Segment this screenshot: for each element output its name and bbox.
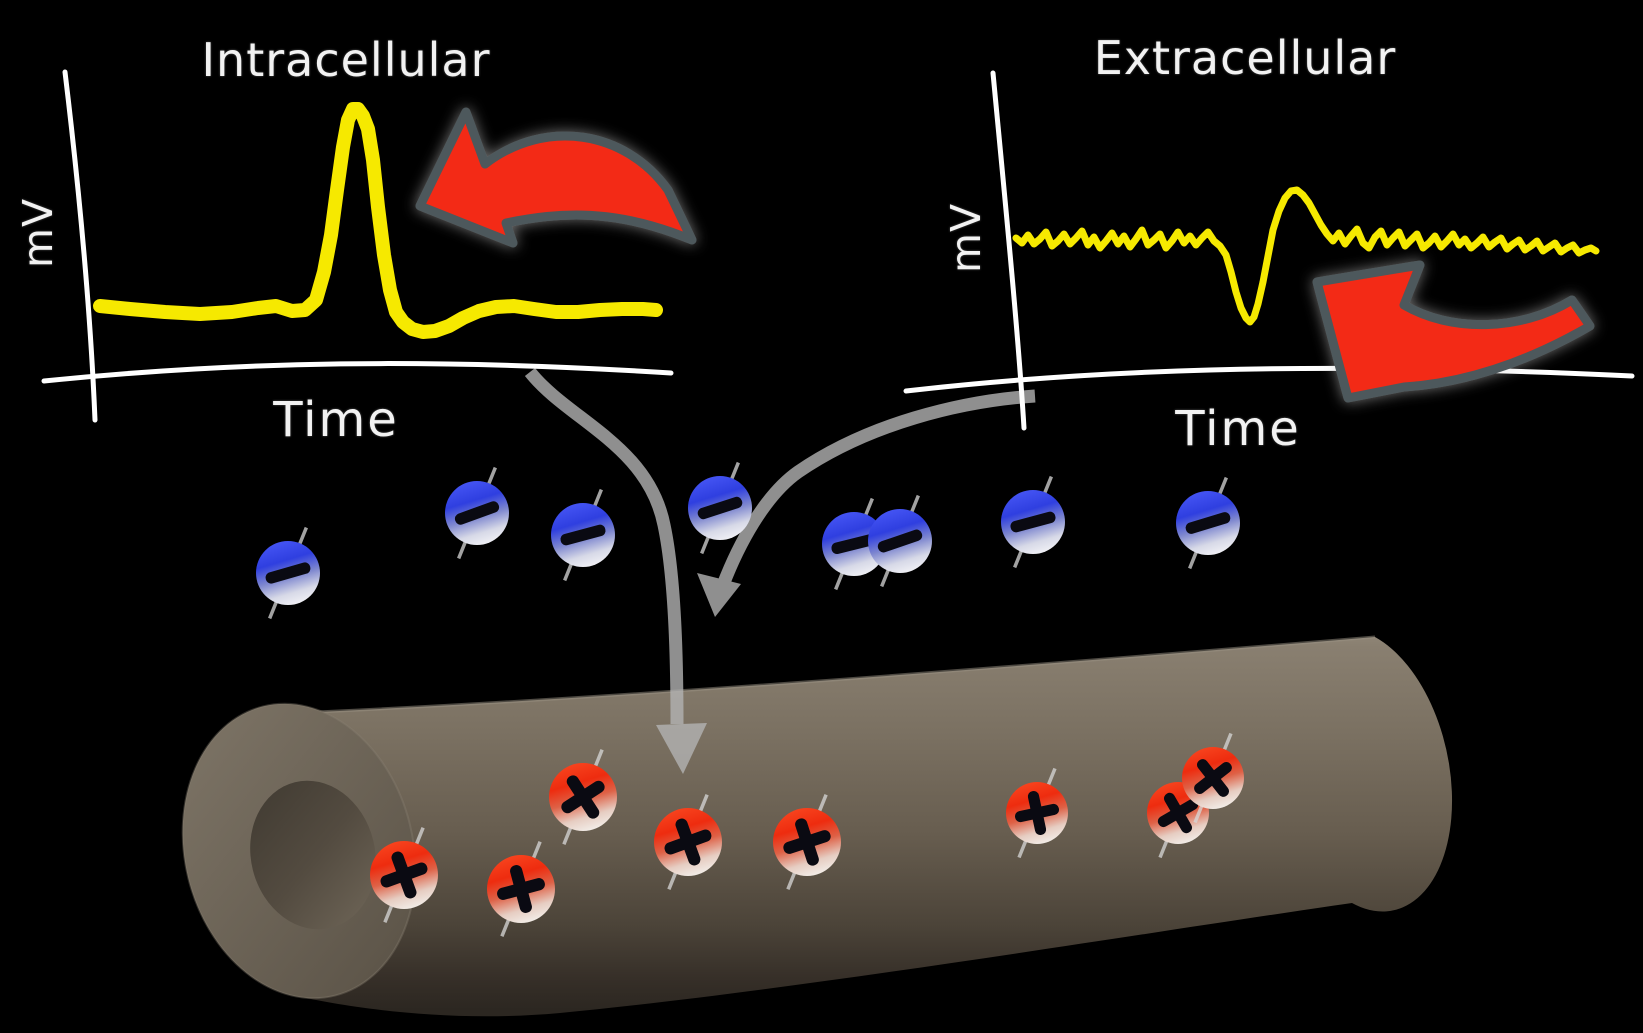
positive-ion (654, 794, 722, 890)
mv-axis-label-right: mV (942, 203, 990, 273)
plus-sign-icon (1014, 790, 1060, 836)
mv-axis-label-left: mV (14, 198, 62, 268)
red-arrow-extracellular (1312, 260, 1595, 403)
negative-ion (551, 488, 615, 582)
minus-sign-icon (454, 501, 500, 525)
red-arrow-intracellular (415, 107, 697, 248)
plus-sign-icon (1157, 792, 1199, 834)
negative-ion (445, 466, 509, 560)
axon-cylinder (181, 635, 1453, 1017)
intracellular-x-axis (41, 361, 674, 384)
extracellular-y-axis (990, 70, 1027, 431)
axon-top-edge-highlight (292, 635, 1376, 715)
gray-arrow-to-intracellular-space-shaft (524, 367, 684, 725)
minus-sign-icon (1185, 512, 1231, 534)
red-arrow-extracellular-icon (1312, 260, 1595, 403)
minus-sign-icon (877, 529, 923, 553)
plus-sign-icon (380, 851, 428, 899)
gray-arrow-to-extracellular-space (697, 389, 1036, 617)
negative-ion (822, 497, 886, 591)
time-axis-label-right: Time (1175, 401, 1301, 457)
gray-arrow-to-extracellular-space-shaft (716, 389, 1036, 588)
negative-ion (1176, 476, 1240, 570)
minus-sign-icon (1010, 511, 1056, 533)
negative-ion (1001, 475, 1065, 569)
plus-sign-icon (783, 818, 831, 866)
positive-ion (370, 827, 438, 923)
intracellular-title: Intracellular (201, 33, 491, 87)
minus-sign-icon (560, 524, 606, 546)
negative-ion (256, 526, 320, 620)
plus-sign-icon (664, 818, 712, 866)
positive-ion (773, 794, 841, 890)
negative-ion (868, 494, 932, 588)
plus-sign-icon (1194, 759, 1232, 797)
positive-ion (487, 841, 555, 937)
extracellular-title: Extracellular (1093, 31, 1397, 85)
gray-arrow-to-intracellular-space (524, 367, 707, 774)
intracellular-y-axis (62, 69, 98, 423)
axon-end-cap-hole (250, 780, 376, 930)
extracellular-trace (1012, 186, 1600, 326)
negative-ion (688, 461, 752, 555)
positive-ion (1006, 767, 1068, 859)
gray-arrow-to-extracellular-space-head-icon (697, 573, 741, 617)
time-axis-label-left: Time (273, 392, 399, 448)
plus-sign-icon (497, 865, 545, 913)
intracellular-trace (93, 102, 663, 339)
extracellular-x-axis (903, 365, 1635, 394)
minus-sign-icon (831, 533, 877, 555)
plus-sign-icon (561, 775, 605, 819)
red-arrow-intracellular-icon (415, 107, 697, 248)
axon-membrane-body (292, 637, 1453, 1017)
minus-sign-icon (697, 496, 743, 520)
gray-arrow-to-intracellular-space-head-icon (656, 723, 707, 774)
minus-sign-icon (265, 562, 311, 584)
positive-ion (549, 749, 617, 845)
positive-ion (1182, 732, 1244, 824)
